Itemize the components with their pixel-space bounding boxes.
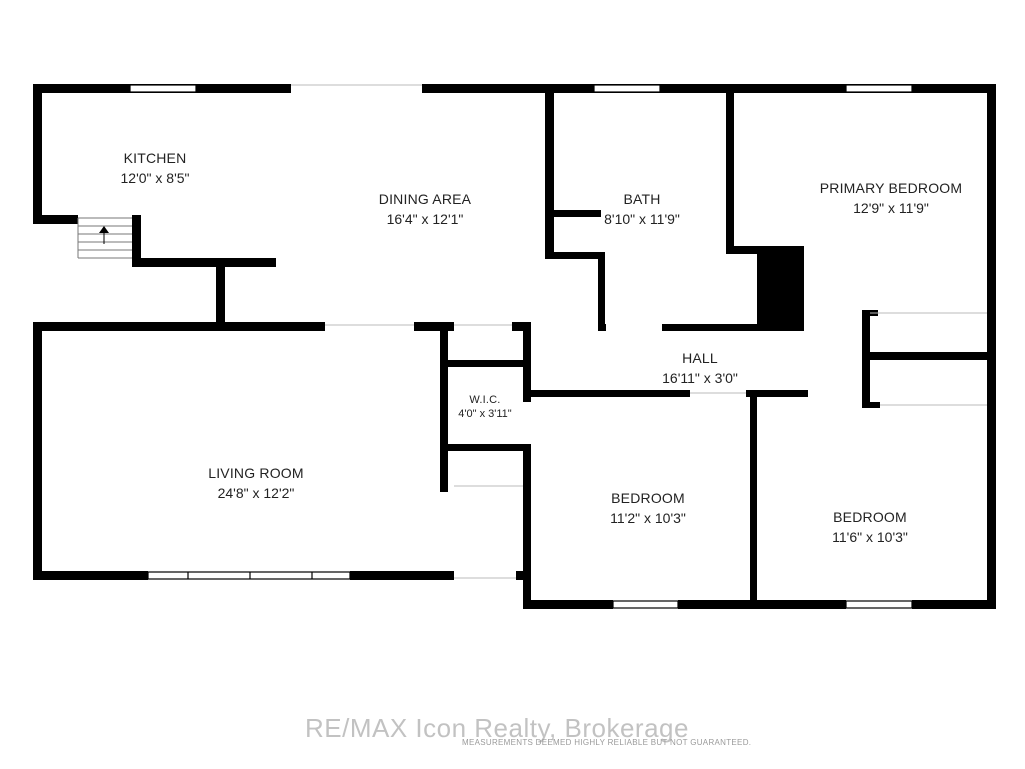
room-bedroom-2: BEDROOM 11'6" x 10'3" <box>802 507 938 547</box>
room-name: BATH <box>623 191 661 207</box>
room-dimensions: 16'4" x 12'1" <box>386 211 464 227</box>
room-bedroom-1: BEDROOM 11'2" x 10'3" <box>580 488 716 528</box>
room-living: LIVING ROOM 24'8" x 12'2" <box>186 463 326 503</box>
room-name: HALL <box>682 350 718 366</box>
windows <box>129 84 913 609</box>
measurement-disclaimer: MEASUREMENTS DEEMED HIGHLY RELIABLE BUT … <box>462 738 752 747</box>
room-name: KITCHEN <box>123 150 187 166</box>
openings <box>291 84 987 579</box>
room-dining-area: DINING AREA 16'4" x 12'1" <box>355 189 495 229</box>
brokerage-watermark: RE/MAX Icon Realty, Brokerage <box>305 713 689 743</box>
room-dimensions: 24'8" x 12'2" <box>217 485 295 501</box>
room-name: BEDROOM <box>833 509 907 525</box>
stairs <box>77 217 132 259</box>
room-kitchen: KITCHEN 12'0" x 8'5" <box>95 148 215 188</box>
room-wic: W.I.C. 4'0" x 3'11" <box>447 393 523 421</box>
room-dimensions: 8'10" x 11'9" <box>604 211 680 227</box>
room-dimensions: 16'11" x 3'0" <box>662 370 738 386</box>
room-name: DINING AREA <box>378 191 472 207</box>
room-dimensions: 11'6" x 10'3" <box>832 529 908 545</box>
walls <box>33 84 996 609</box>
room-name: PRIMARY BEDROOM <box>819 180 963 196</box>
room-hall: HALL 16'11" x 3'0" <box>640 348 760 388</box>
room-name: BEDROOM <box>611 490 685 506</box>
room-dimensions: 11'2" x 10'3" <box>610 510 686 526</box>
room-primary-bedroom: PRIMARY BEDROOM 12'9" x 11'9" <box>806 178 976 218</box>
room-dimensions: 12'0" x 8'5" <box>120 170 190 186</box>
room-name: LIVING ROOM <box>208 465 304 481</box>
room-dimensions: 12'9" x 11'9" <box>853 200 929 216</box>
room-bath: BATH 8'10" x 11'9" <box>582 189 702 229</box>
room-name: W.I.C. <box>469 394 501 406</box>
room-dimensions: 4'0" x 3'11" <box>458 408 512 420</box>
